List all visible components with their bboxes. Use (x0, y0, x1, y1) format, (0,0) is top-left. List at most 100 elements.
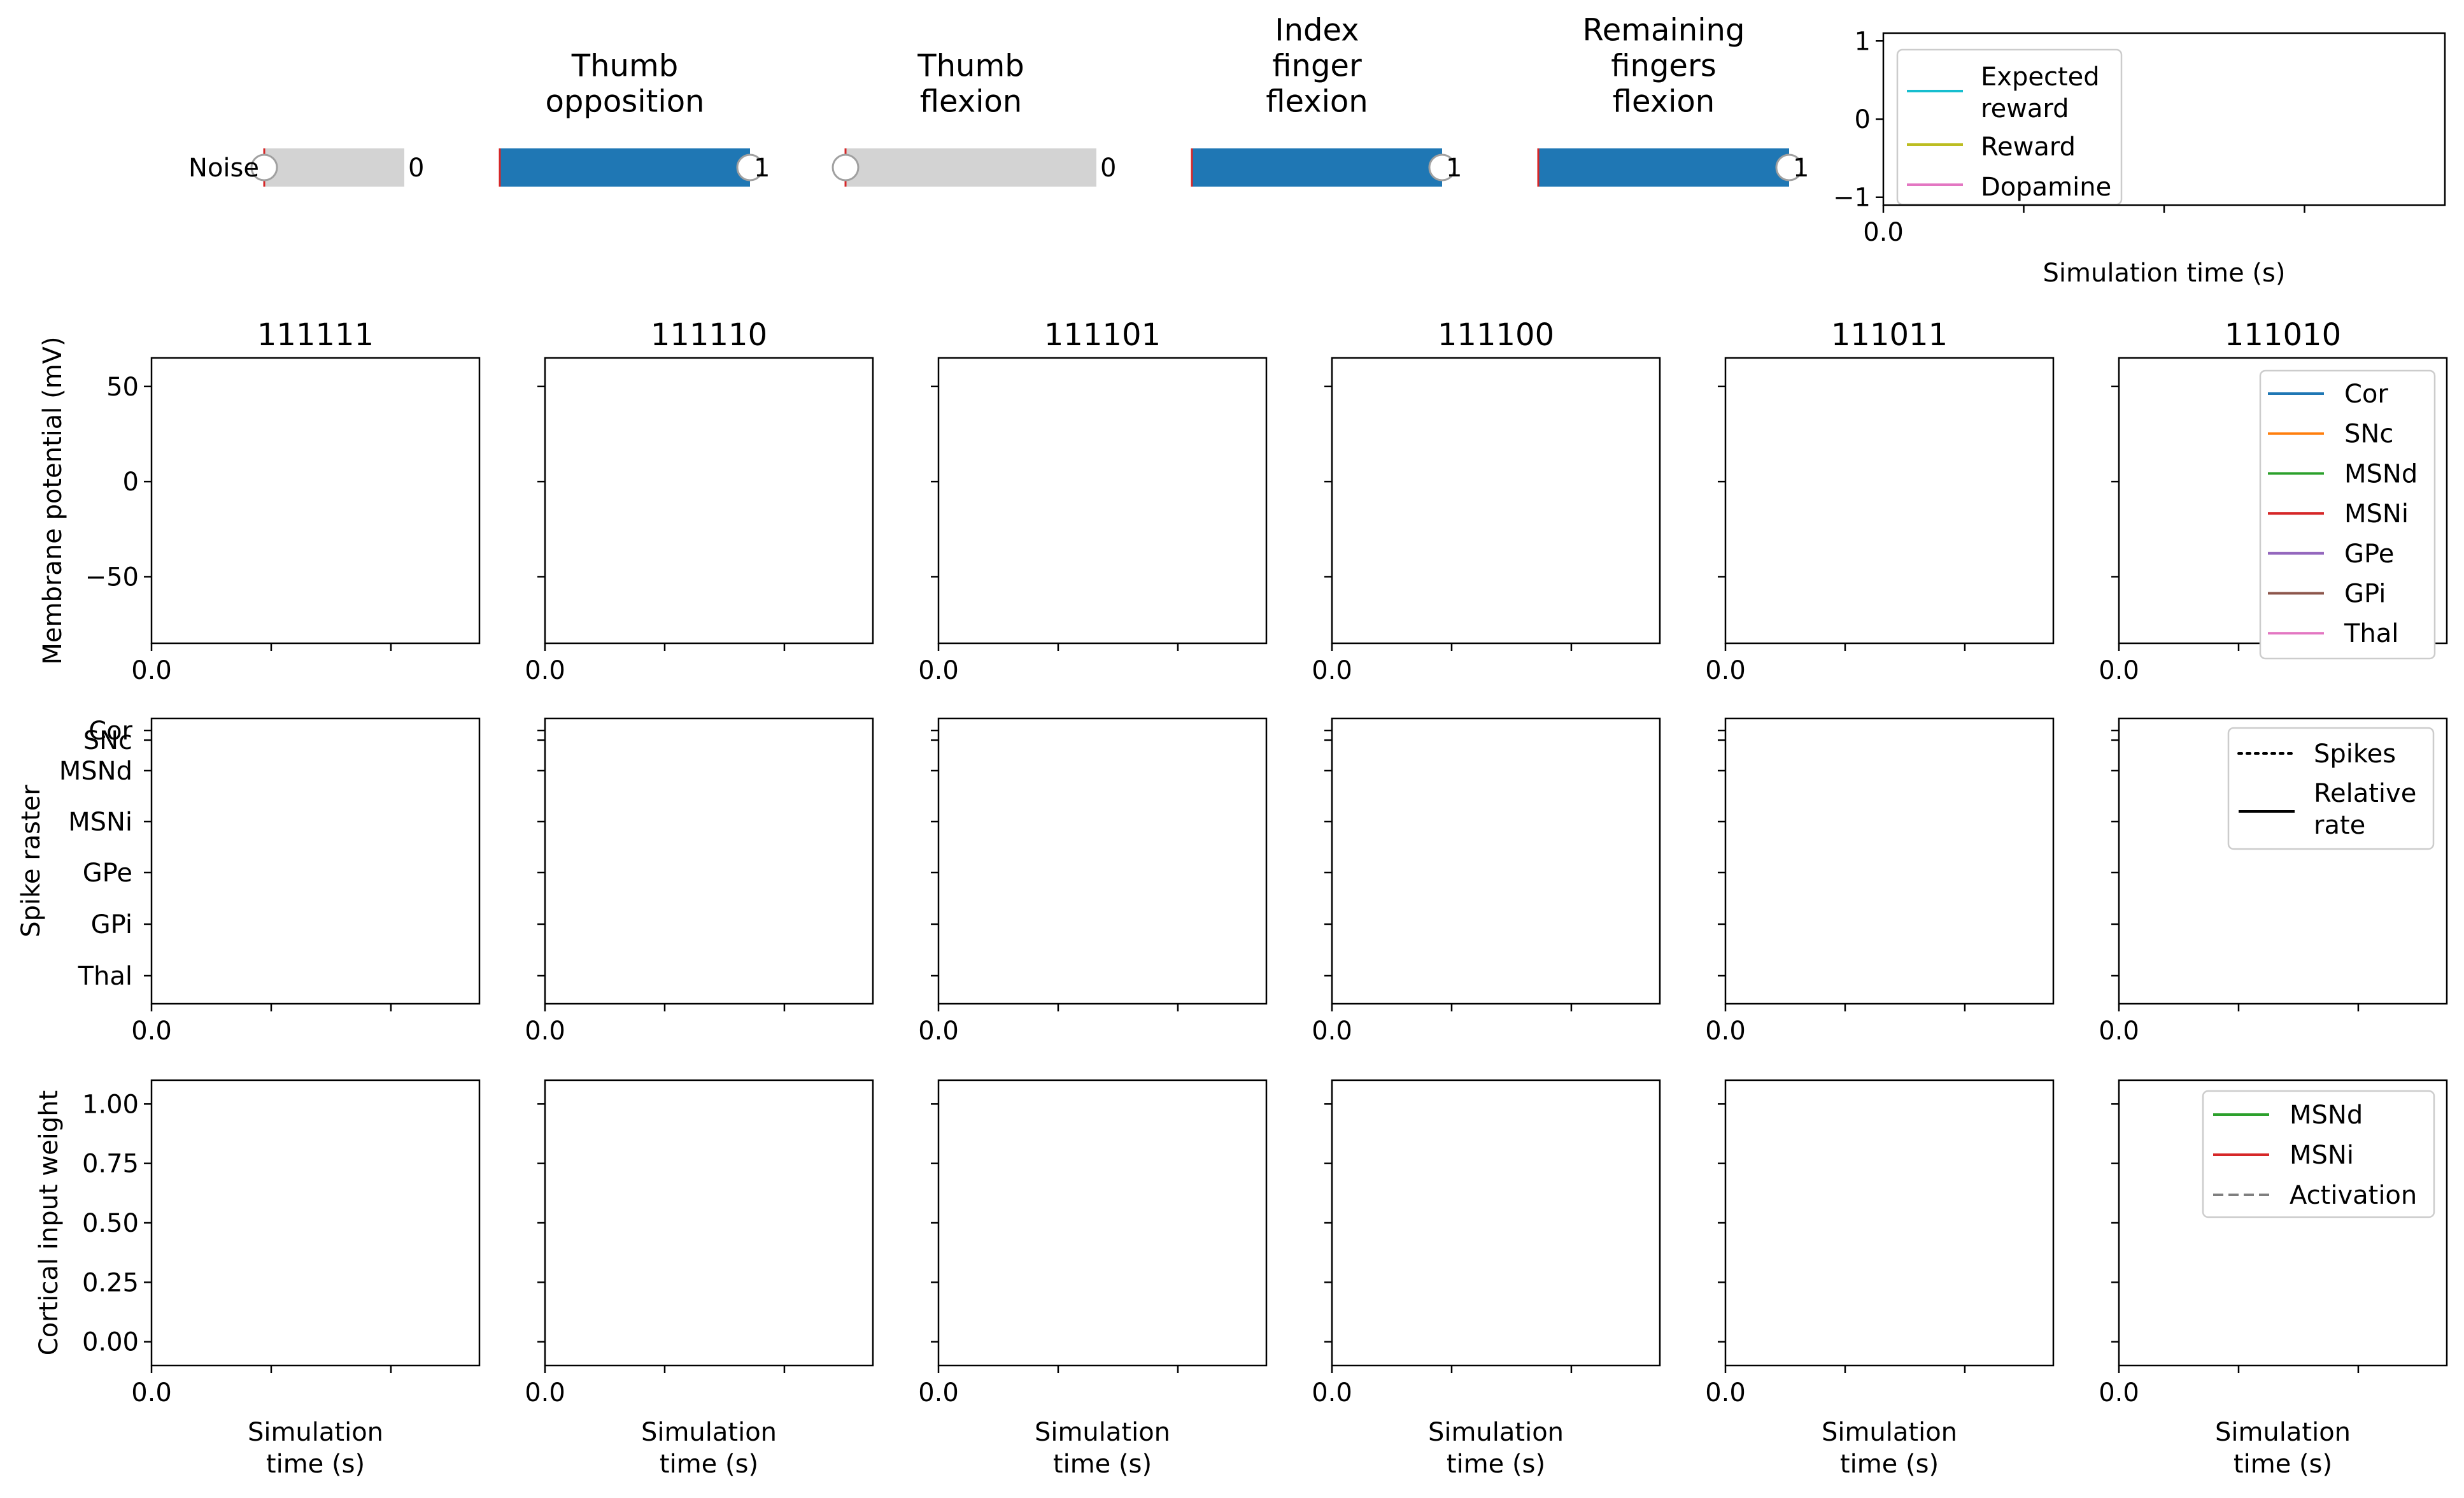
raster-axes-frame (1724, 717, 2055, 1005)
slider-handle[interactable] (1775, 153, 1803, 182)
raster-x-tick-label: 0.0 (918, 1016, 959, 1046)
reward-legend-label: Reward (1981, 132, 2076, 162)
raster-x-tick-label: 0.0 (525, 1016, 565, 1046)
raster-y-tick-label: SNc (83, 726, 132, 755)
slider-handle[interactable] (250, 153, 278, 182)
weight-x-tick-label: 0.0 (918, 1378, 959, 1408)
membrane-x-tick-label: 0.0 (1705, 656, 1746, 685)
weight-x-axis-label-line: Simulation (1822, 1418, 1957, 1447)
slider-label-line: flexion (920, 83, 1022, 119)
membrane-axes-frame (150, 357, 481, 645)
membrane-y-tick-label: 0 (123, 467, 139, 497)
weight-y-tick-label: 0.75 (82, 1150, 139, 1179)
membrane-x-tick-label: 0.0 (525, 656, 565, 685)
reward-legend-label-line: Expected (1981, 62, 2100, 92)
slider-label-line: finger (1272, 48, 1362, 83)
raster-legend-frame (2227, 727, 2435, 850)
reward-y-tick-label: −1 (1833, 183, 1871, 213)
slider-label-line: Index (1275, 12, 1359, 48)
raster-y-tick-label: GPi (91, 910, 132, 939)
membrane-legend-label: MSNi (2344, 499, 2409, 529)
panel-title: 111100 (1438, 317, 1554, 353)
raster-legend-label-line: Relative (2314, 779, 2416, 808)
weight-axes-frame (937, 1079, 1268, 1367)
membrane-y-tick-label: 50 (106, 373, 139, 402)
weight-x-axis-label-line: Simulation (641, 1418, 777, 1447)
weight-axes-frame (2118, 1079, 2448, 1367)
reward-legend-label-line: Reward (1981, 132, 2076, 162)
slider-handle[interactable] (1428, 153, 1456, 182)
membrane-legend-label: GPi (2344, 580, 2386, 609)
raster-legend-label-line: rate (2314, 811, 2365, 840)
raster-y-axis-label: Spike raster (17, 785, 46, 938)
slider-fill (500, 148, 750, 187)
weight-x-axis-label-line: Simulation (1035, 1418, 1170, 1447)
reward-legend-label-line: reward (1981, 94, 2069, 124)
reward-y-tick-label: 0 (1855, 105, 1871, 134)
slider-value: 1 (1446, 153, 1462, 183)
weight-x-tick-label: 0.0 (131, 1378, 172, 1408)
slider-track (846, 148, 1096, 187)
slider-handle[interactable] (736, 153, 764, 182)
raster-panel-1: 0.0 (525, 729, 786, 1046)
membrane-x-tick-label: 0.0 (131, 656, 172, 685)
weight-x-axis-label-line: Simulation (1428, 1418, 1564, 1447)
membrane-axes-frame (937, 357, 1268, 645)
slider-value: 0 (408, 153, 424, 183)
weight-x-tick-label: 0.0 (1705, 1378, 1746, 1408)
panel-title: 111101 (1044, 317, 1161, 353)
slider-label-line: Thumb (571, 48, 678, 83)
reward-legend-label-line: Dopamine (1981, 173, 2111, 202)
weight-x-tick-label: 0.0 (525, 1378, 565, 1408)
membrane-axes-frame (1331, 357, 1661, 645)
reward-x-axis-label: Simulation time (s) (2043, 259, 2286, 288)
raster-y-tick-label: Thal (78, 962, 132, 991)
reward-legend-label: Dopamine (1981, 173, 2111, 202)
membrane-x-tick-label: 0.0 (2099, 656, 2139, 685)
weight-legend-label: MSNi (2290, 1141, 2354, 1170)
raster-legend-label: Relative rate (2314, 779, 2416, 840)
raster-y-tick-label: GPe (83, 859, 132, 888)
raster-axes-frame (1331, 717, 1661, 1005)
membrane-legend-label: GPe (2344, 539, 2394, 569)
slider-value: 1 (754, 153, 770, 183)
membrane-legend-frame (2259, 369, 2436, 660)
membrane-axes-frame (1724, 357, 2055, 645)
raster-panel-2: 0.0 (918, 729, 1179, 1046)
slider-label-line: flexion (1613, 83, 1715, 119)
membrane-legend-label: MSNd (2344, 459, 2418, 489)
raster-panel-4: 0.0 (1705, 729, 1966, 1046)
weight-x-axis-label-line: Simulation (248, 1418, 383, 1447)
weight-x-axis-label: Simulation time (s) (1035, 1418, 1170, 1479)
raster-y-tick-label: MSNi (68, 808, 132, 837)
weight-x-axis-label-line: time (s) (1053, 1450, 1152, 1479)
slider-label-line: Thumb (917, 48, 1024, 83)
slider-handle[interactable] (832, 153, 860, 182)
membrane-axes-frame (544, 357, 874, 645)
reward-axes-frame (1882, 32, 2446, 206)
reward-x-tick-label: 0.0 (1863, 218, 1904, 247)
raster-x-tick-label: 0.0 (1312, 1016, 1352, 1046)
